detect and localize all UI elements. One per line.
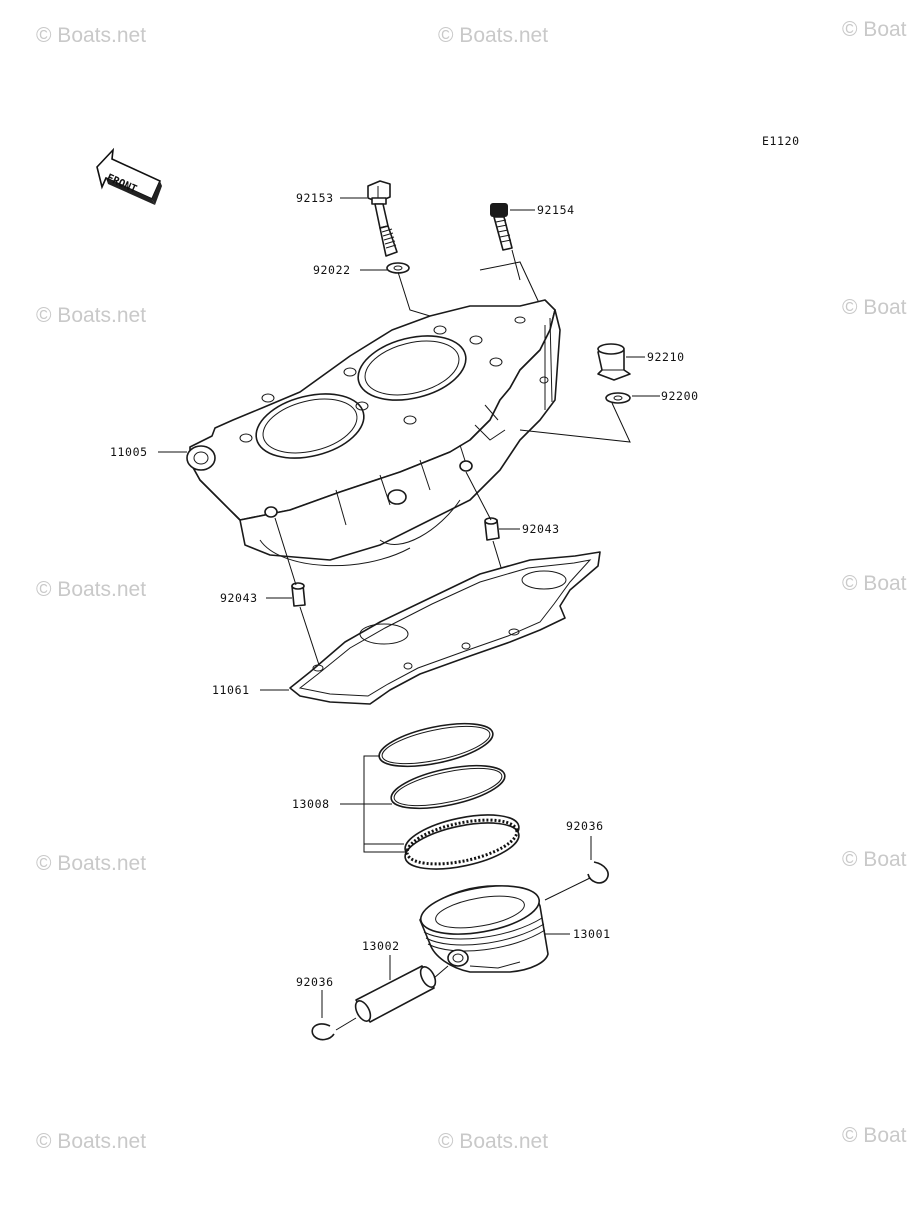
callout-92210: 92210: [647, 350, 685, 364]
cylinder-11005: [186, 299, 561, 567]
callout-92153: 92153: [296, 191, 334, 205]
watermark: © Boats.net: [438, 24, 548, 47]
callout-92043-right: 92043: [522, 522, 560, 536]
bolt-92153: [367, 180, 398, 257]
diagram-code: E1120: [762, 134, 800, 148]
callout-92154: 92154: [537, 203, 575, 217]
watermark: © Boat: [842, 1124, 907, 1147]
callout-13008: 13008: [292, 797, 330, 811]
watermark: © Boats.net: [36, 304, 146, 327]
watermark: © Boats.net: [36, 852, 146, 875]
callout-92036-right: 92036: [566, 819, 604, 833]
watermark: © Boats.net: [36, 24, 146, 47]
piston-rings-13008: [378, 722, 520, 870]
callout-11005: 11005: [110, 445, 148, 459]
watermark: © Boats.net: [36, 578, 146, 601]
gasket-11061: [289, 551, 601, 705]
watermark: © Boat: [842, 572, 907, 595]
washer-92022: [386, 262, 410, 274]
watermark: © Boat: [842, 18, 907, 41]
callout-92043-left: 92043: [220, 591, 258, 605]
bolt-92154: [490, 203, 513, 251]
dowel-92043-right: [484, 517, 500, 541]
callout-11061: 11061: [212, 683, 250, 697]
watermark: © Boats.net: [438, 1130, 548, 1153]
callout-13001: 13001: [573, 927, 611, 941]
callout-92036-left: 92036: [296, 975, 334, 989]
watermark: © Boats.net: [36, 1130, 146, 1153]
watermarks: © Boats.net © Boats.net © Boat © Boats.n…: [36, 18, 907, 1153]
callout-92022: 92022: [313, 263, 351, 277]
circlip-92036-right: [587, 861, 609, 884]
dowel-92043-left: [291, 582, 306, 607]
callout-92200: 92200: [661, 389, 699, 403]
piston-pin-13002: [354, 965, 437, 1023]
watermark: © Boat: [842, 296, 907, 319]
front-arrow-icon: FRONT: [96, 147, 162, 205]
sleeve-92210: [597, 343, 631, 381]
callout-13002: 13002: [362, 939, 400, 953]
piston-13001: [419, 885, 549, 973]
washer-92200: [605, 392, 631, 404]
circlip-92036-left: [311, 1023, 335, 1041]
watermark: © Boat: [842, 848, 907, 871]
